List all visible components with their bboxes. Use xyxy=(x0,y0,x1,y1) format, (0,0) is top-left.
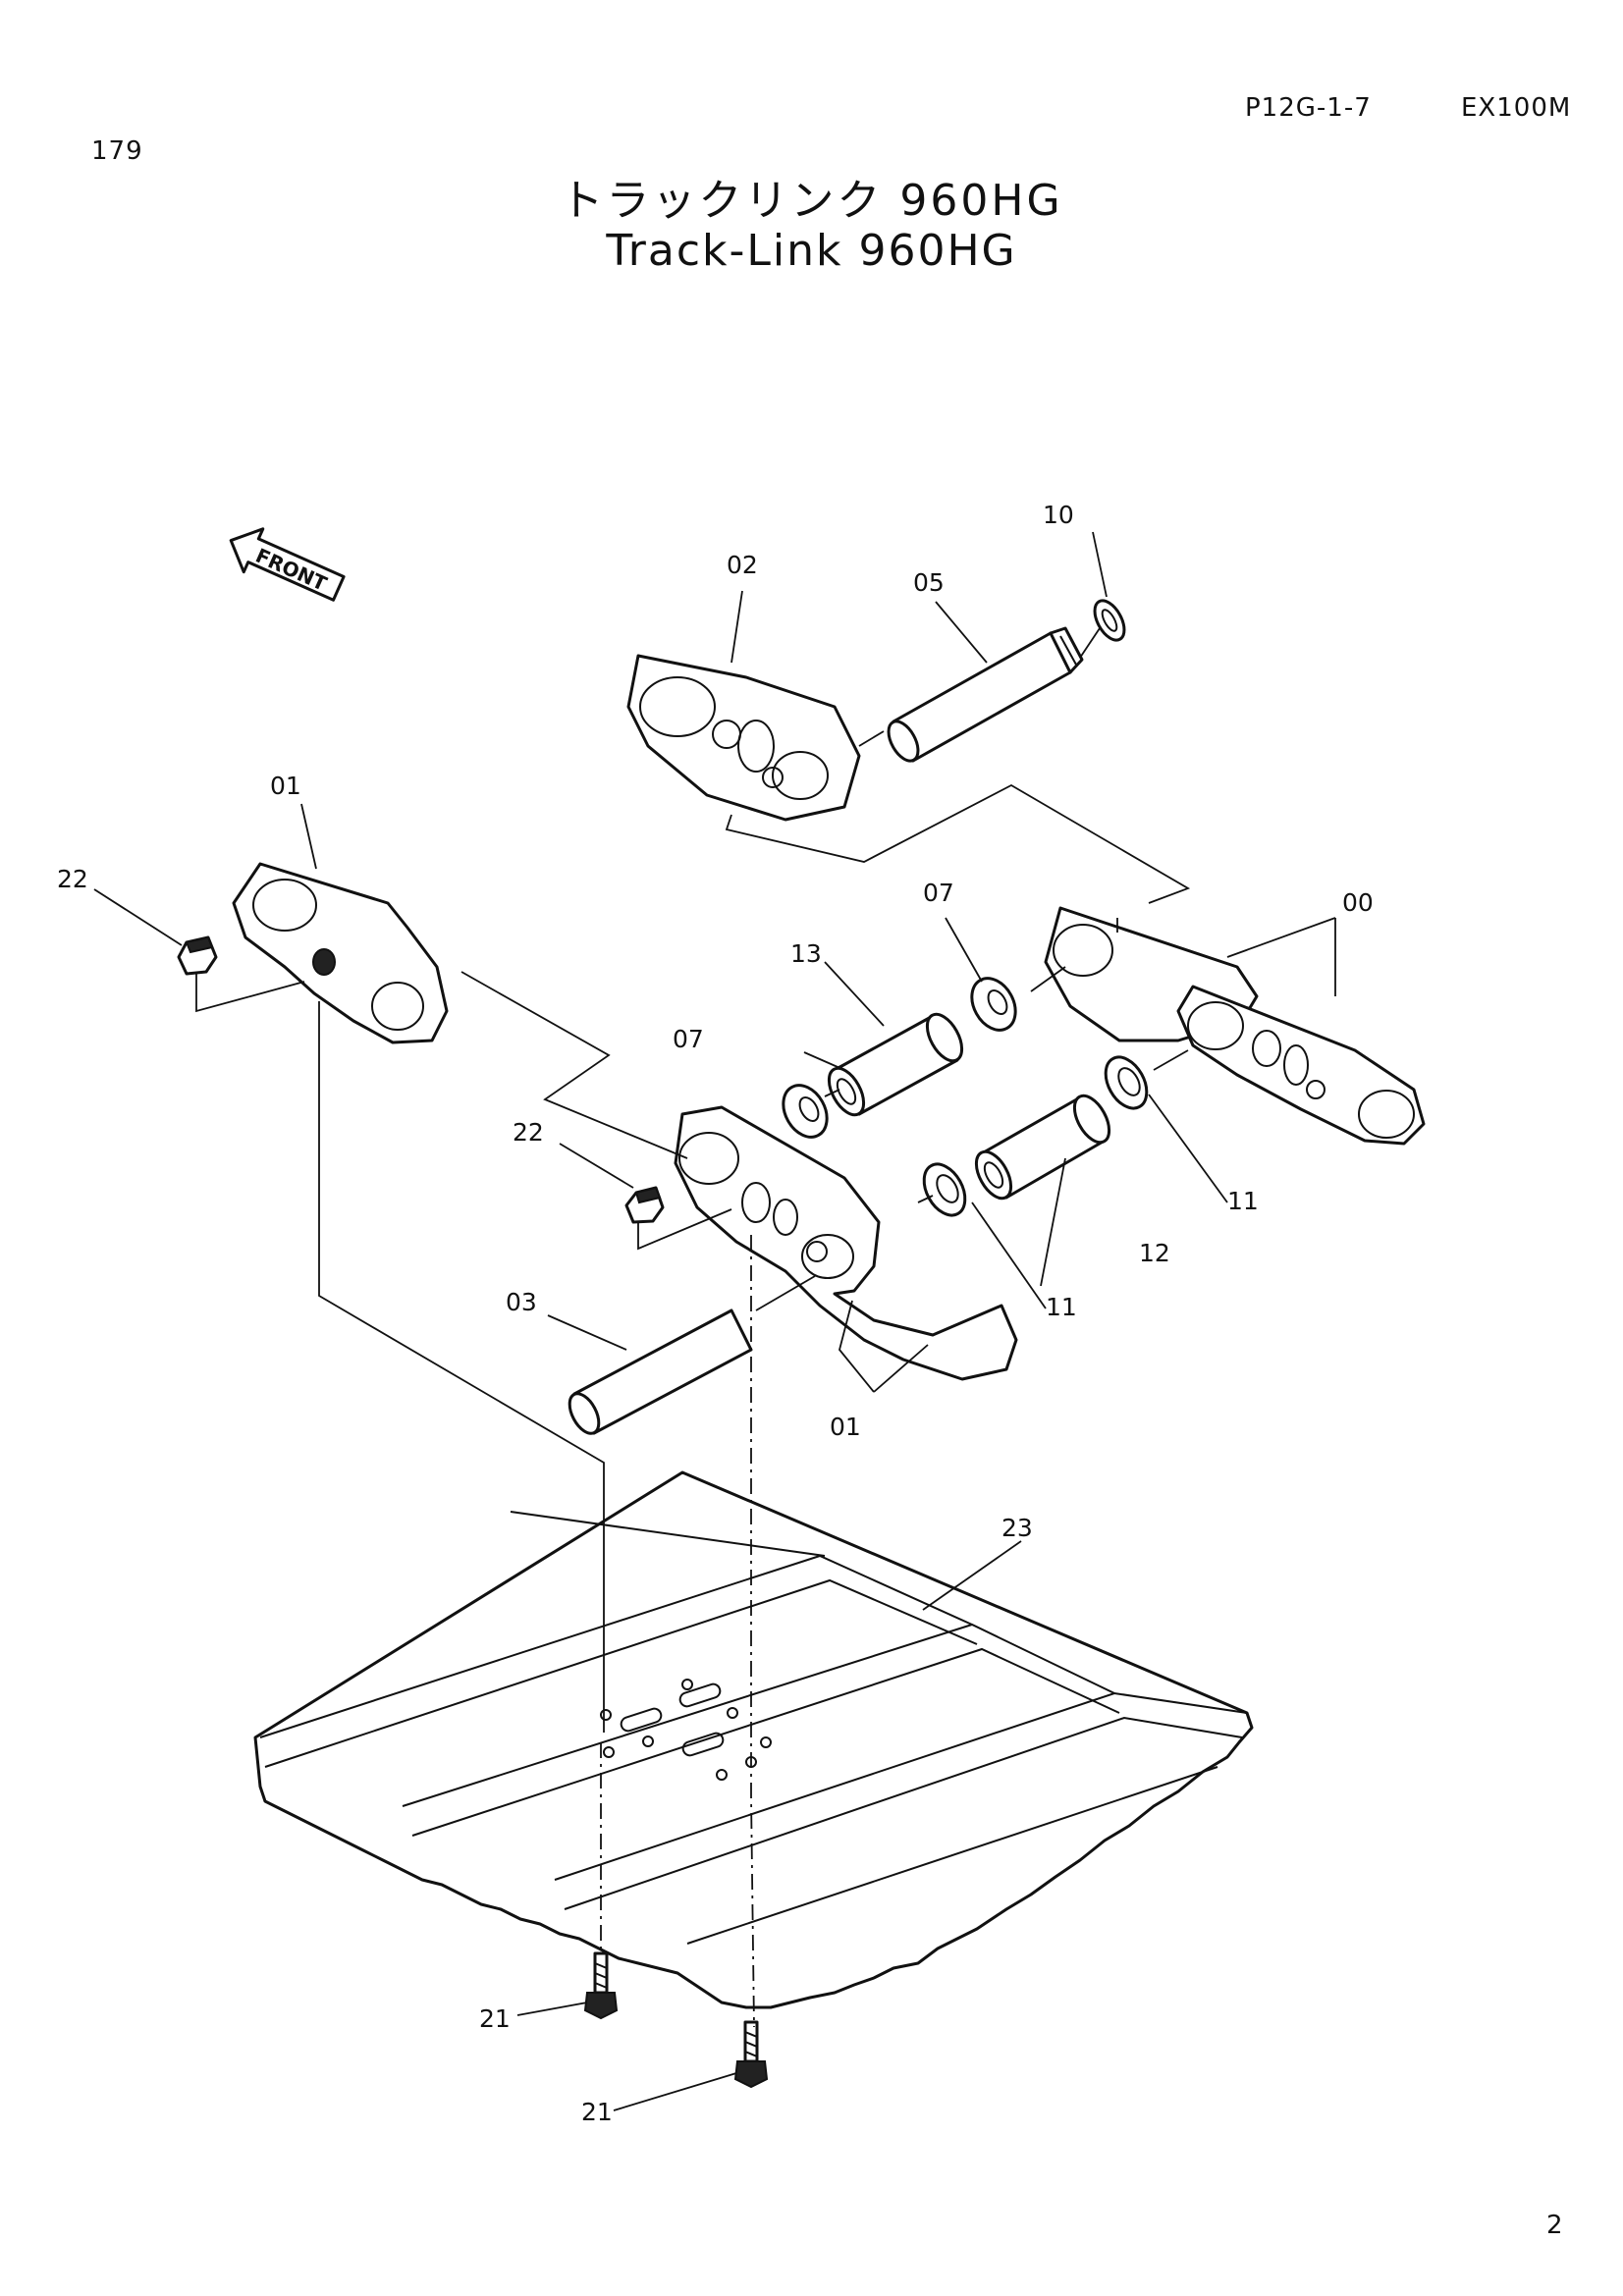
callout-11-right: 11 xyxy=(1227,1187,1259,1215)
seal-11-left xyxy=(922,1162,967,1217)
model-name: EX100M xyxy=(1461,93,1572,123)
title-english: Track-Link 960HG xyxy=(606,226,1017,276)
callout-01-upper: 01 xyxy=(270,772,301,800)
callout-05: 05 xyxy=(913,568,945,597)
callout-00: 00 xyxy=(1342,888,1374,917)
title-japanese: トラックリンク 960HG xyxy=(560,176,1063,226)
bushing-13 xyxy=(827,1012,964,1117)
callout-23: 23 xyxy=(1001,1514,1033,1542)
callout-12: 12 xyxy=(1139,1239,1170,1267)
nut-22-lower xyxy=(624,1186,665,1224)
callout-07-left: 07 xyxy=(673,1025,704,1053)
callout-21-left: 21 xyxy=(479,2004,511,2033)
shoe-bolt-21-left xyxy=(583,1951,619,2020)
callout-13: 13 xyxy=(790,939,822,968)
catalog-code: P12G-1-7 xyxy=(1245,93,1372,123)
callout-labels: 10 02 05 01 22 00 07 13 07 22 11 11 12 0… xyxy=(57,501,1374,2126)
callout-22-lower: 22 xyxy=(513,1118,544,1147)
track-link-01-lower xyxy=(674,1105,1018,1381)
callout-01-lower: 01 xyxy=(830,1413,861,1441)
callout-07-right: 07 xyxy=(923,879,954,907)
callout-02: 02 xyxy=(727,551,758,579)
snap-ring-10 xyxy=(1093,599,1126,642)
callout-10: 10 xyxy=(1043,501,1074,529)
nut-22-upper xyxy=(177,935,218,976)
track-link-02 xyxy=(626,654,861,822)
callout-22-upper: 22 xyxy=(57,865,88,893)
assembly-lines xyxy=(195,627,1191,2028)
callout-21-right: 21 xyxy=(581,2098,613,2126)
callout-leaders xyxy=(93,531,1336,2111)
track-pin-05 xyxy=(887,626,1084,763)
master-pin-03 xyxy=(568,1308,753,1435)
track-link-01-upper xyxy=(232,862,449,1044)
sheet-number: 2 xyxy=(1546,2211,1564,2240)
shoe-bolt-21-right xyxy=(733,2020,769,2089)
front-direction-arrow: FRONT xyxy=(229,527,346,602)
track-link-set-00 xyxy=(1044,906,1426,1146)
seal-07-left xyxy=(782,1084,829,1139)
page-number: 179 xyxy=(91,136,143,166)
seal-07-right xyxy=(970,977,1017,1032)
bushing-12 xyxy=(974,1094,1111,1201)
callout-03: 03 xyxy=(506,1288,537,1316)
seal-11-right xyxy=(1104,1055,1149,1110)
front-label: FRONT xyxy=(252,544,331,596)
callout-11-left: 11 xyxy=(1046,1293,1077,1321)
